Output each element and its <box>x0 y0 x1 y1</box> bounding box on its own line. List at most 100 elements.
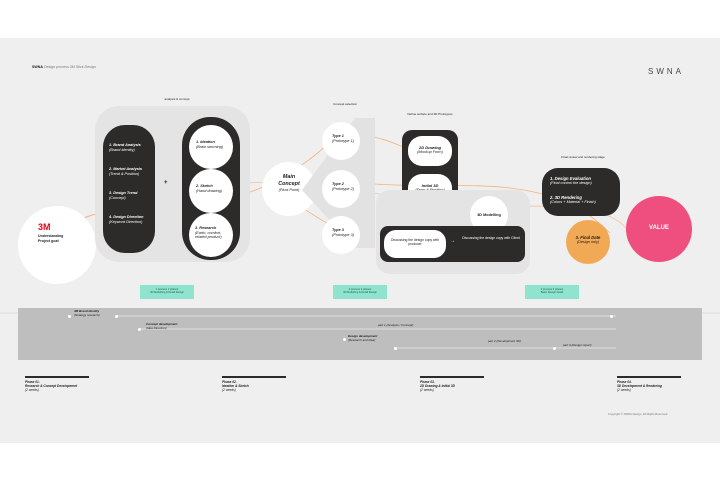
phase-tag: 2 process 2 phases 3D Modelling & Detail… <box>333 285 387 299</box>
ideation-sub: (Brain storming) <box>196 144 224 149</box>
caption-evaluation: Final review and rendering stage <box>561 155 605 159</box>
ideation-circle: 2. Sketch (Hand drawing) <box>189 169 233 213</box>
discussion-block: Discussing the design copy with producer… <box>380 226 525 262</box>
caption-concept: Concept selection <box>333 102 357 106</box>
phase-title: Phase 02. <box>222 380 237 384</box>
discuss-client-text: Discussing the design copy with Client <box>462 236 520 240</box>
evaluation-block: 1. Design Evaluation (Final control the … <box>542 168 620 216</box>
swna-logo: SWNA <box>648 67 684 76</box>
phase-item: Phase 01. Research & Concept Development… <box>25 380 77 392</box>
evaluation-title: 2. 3D Rendering <box>550 195 582 200</box>
timeline-item: Concept development (Idea Direction) <box>146 322 178 331</box>
tag-line-2: Basic Design Detail <box>540 291 564 295</box>
type-sub: (Prototype 3) <box>332 232 354 237</box>
type-node: Type 1 (Prototype 1) <box>322 122 360 160</box>
type-title: Type 1 <box>332 134 344 138</box>
start-label-2: Project goal <box>38 239 59 243</box>
modelling-title: 3D Modelling <box>477 213 501 217</box>
phase-tag: 1 process 1 phases 3D Modelling & Detail… <box>140 285 194 299</box>
tag-line-1: 3 process 3 phases <box>540 288 564 291</box>
phase-weeks: (2 weeks) <box>617 388 631 392</box>
type-node: Type 3 (Prototype 3) <box>322 216 360 254</box>
type-sub: (Prototype 2) <box>332 186 354 191</box>
phase-weeks: (2 weeks) <box>222 388 236 392</box>
timeline-label: part 2 (Development 3D) <box>488 339 521 343</box>
timeline-lines <box>116 315 616 349</box>
phase-tag: 3 process 3 phases Basic Design Detail <box>525 285 579 299</box>
phase-name: Ideation & Sketch <box>222 384 249 388</box>
timeline-label: part 1 (Analysis / Concept) <box>378 323 414 327</box>
timeline-dot <box>115 314 118 318</box>
timeline-dot <box>553 346 556 350</box>
evaluation-item: 2. 3D Rendering (Colors + Material + Fin… <box>550 195 596 205</box>
analysis-item: 2. Market Analysis (Trend & Position) <box>109 167 142 176</box>
copyright: Copyright © SWNA Design. All Rights Rese… <box>608 412 669 416</box>
drawing-title: Initial 3D <box>421 183 439 188</box>
timeline-dot <box>394 346 397 350</box>
type-node: Type 2 (Prototype 2) <box>322 170 360 208</box>
analysis-sub: (Trend & Position) <box>109 171 140 176</box>
phase-title: Phase 01. <box>25 380 40 384</box>
timeline-label: 3M Brand Identity <box>74 309 100 313</box>
ideation-circle: 3. Research (Earth, comfort, related pro… <box>189 213 233 257</box>
tag-line-2: 3D Modelling & Detail Design <box>343 291 377 295</box>
phase-item: Phase 04. 3D Development & Rendering (2 … <box>617 380 662 392</box>
main-concept-title: Main <box>282 174 296 180</box>
ideation-title: 3. Research <box>195 226 217 230</box>
phase-weeks: (2 weeks) <box>420 388 434 392</box>
ideation-title: 1. Ideation <box>196 140 215 144</box>
timeline-sub: (Research and Idea) <box>348 337 376 342</box>
header-subtitle: Design process 3M Stick Design <box>43 65 96 69</box>
timeline-sub: (Strategy research) <box>74 312 100 317</box>
discuss-producer-text: Discussing the design copy with producer <box>390 238 440 247</box>
process-board: SWNA Design process 3M Stick Design SWNA… <box>0 38 720 443</box>
main-concept-title-2: Concept <box>278 180 300 187</box>
tag-line-2: 3D Modelling & Detail Design <box>150 291 184 295</box>
start-label-1: Understanding <box>38 234 64 238</box>
evaluation-item: 1. Design Evaluation (Final control the … <box>550 176 592 186</box>
evaluation-sub: (Final control the design) <box>550 181 592 186</box>
value-label: VALUE <box>649 225 669 231</box>
phase-weeks: (2 weeks) <box>25 388 39 392</box>
header-brand: SWNA <box>32 65 43 69</box>
phase-title: Phase 03. <box>420 380 435 384</box>
analysis-item: 3. Design Trend (Concept) <box>109 191 137 200</box>
start-node: 3M Understanding Project goal <box>18 206 96 284</box>
timeline-label: Concept development <box>146 322 178 326</box>
final-date-node: 3. Final Date (Design only) <box>566 220 610 264</box>
tag-line-1: 2 process 2 phases <box>348 288 372 291</box>
ideation-sub: (Hand drawing) <box>196 188 222 193</box>
timeline-label: part 3 (Design report) <box>563 343 592 347</box>
ideation-circle: 1. Ideation (Brain storming) <box>189 125 233 169</box>
plus-sign: + <box>164 180 168 186</box>
timeline-item: part 3 (Design report) <box>563 343 592 348</box>
analysis-item: 1. Brand Analysis (Brand identity) <box>109 143 141 152</box>
analysis-title: 4. Design Direction <box>109 215 144 219</box>
drawing-sub: (Mockup Form) <box>417 150 443 154</box>
drawing-title: 2D Drawing <box>418 145 441 150</box>
caption-refine: Define surface and 3D Prototypes <box>407 112 453 116</box>
ideation-title: 2. Sketch <box>196 184 213 188</box>
timeline-label: Design development <box>348 334 378 338</box>
timeline-item: part 1 (Analysis / Concept) <box>378 323 414 328</box>
evaluation-title: 1. Design Evaluation <box>550 176 591 181</box>
timeline-band: 3M Brand Identity (Strategy research) Co… <box>18 308 702 360</box>
phase-bar <box>222 376 286 378</box>
type-sub: (Prototype 1) <box>332 138 354 143</box>
timeline-sub: (Idea Direction) <box>146 325 167 330</box>
phase-name: Research & Concept Development <box>25 384 78 388</box>
type-title: Type 2 <box>332 182 344 186</box>
analysis-sub: (Keyword Direction) <box>109 219 143 224</box>
caption-analysis: analysis & concept <box>164 97 190 101</box>
ideation-sub: (Earth, comfort, related product) <box>195 230 222 240</box>
phase-bar <box>617 376 681 378</box>
drawing-item: 2D Drawing (Mockup Form) <box>408 136 452 166</box>
timeline-item: part 2 (Development 3D) <box>488 339 521 344</box>
type-title: Type 3 <box>332 228 344 232</box>
phase-name: 3D Development & Rendering <box>617 384 662 388</box>
header-title: SWNA Design process 3M Stick Design <box>32 65 96 69</box>
evaluation-sub: (Colors + Material + Finish) <box>550 200 596 205</box>
ideation-pill: 1. Ideation (Brain storming) 2. Sketch (… <box>182 117 240 260</box>
analysis-title: 3. Design Trend <box>109 191 138 195</box>
timeline-item: 3M Brand Identity (Strategy research) <box>74 309 100 318</box>
